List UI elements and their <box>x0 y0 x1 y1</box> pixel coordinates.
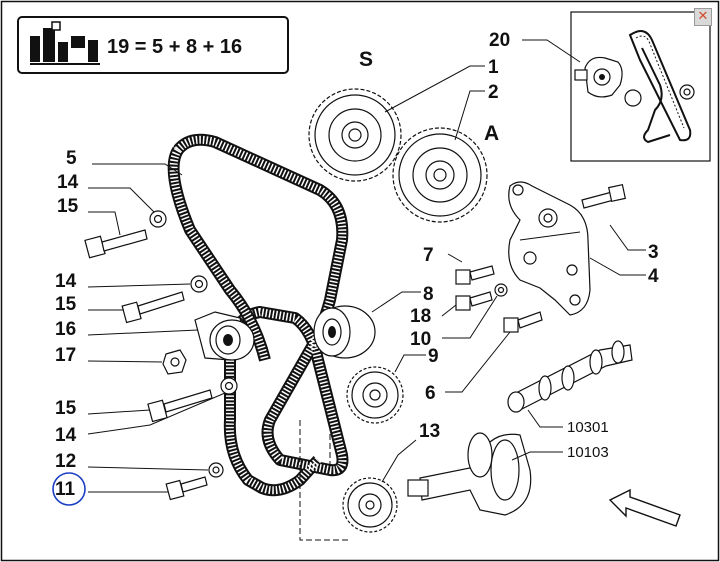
bolt-7 <box>455 265 495 285</box>
formula-box <box>17 16 289 74</box>
idler-pulley-8 <box>313 305 376 359</box>
bolt-15-lower <box>147 389 213 423</box>
callout-6: 6 <box>425 383 436 404</box>
leader-9 <box>394 354 426 373</box>
assembly-kit-icon <box>30 21 100 65</box>
callout-11: 11 <box>55 479 76 500</box>
leader-3 <box>609 224 646 251</box>
callout-1: 1 <box>488 57 499 78</box>
callout-10301: 10301 <box>567 419 609 436</box>
callout-13: 13 <box>419 421 440 442</box>
close-icon: ✕ <box>697 9 709 24</box>
bolt-18 <box>455 291 493 311</box>
washer-14-middle <box>190 275 208 293</box>
leader-10103 <box>511 451 563 461</box>
camshaft-label-a: A <box>484 122 499 145</box>
highlight-circle-11 <box>52 472 86 506</box>
callout-17: 17 <box>55 345 76 366</box>
callout-15-top: 15 <box>57 196 79 217</box>
leader-13 <box>381 439 417 483</box>
pulley-9 <box>346 366 404 424</box>
callout-14-lower: 14 <box>55 425 77 446</box>
crankshaft <box>407 432 532 516</box>
camshaft-pulley-s <box>308 88 402 182</box>
leader-20 <box>522 39 581 63</box>
bolt-15-top <box>84 229 148 259</box>
callout-4: 4 <box>648 266 659 287</box>
leader-10301 <box>527 409 563 428</box>
leader-15-top <box>88 211 121 236</box>
callout-7: 7 <box>423 245 434 266</box>
leader-14-lower <box>87 392 226 435</box>
leader-7 <box>447 253 463 263</box>
callout-14-middle: 14 <box>55 271 77 292</box>
callout-10103: 10103 <box>567 444 609 461</box>
washer-14-top <box>149 210 167 228</box>
direction-arrow-icon <box>608 488 681 527</box>
leader-4 <box>589 257 646 276</box>
leader-1 <box>384 65 485 113</box>
bolt-3 <box>581 183 627 209</box>
leader-6 <box>445 331 511 393</box>
callout-15-middle: 15 <box>55 294 77 315</box>
timing-belt-left-teeth <box>169 147 269 361</box>
leader-2 <box>454 90 485 141</box>
water-pump-inset <box>574 30 695 144</box>
washer-12 <box>208 462 224 478</box>
leader-5 <box>92 163 183 176</box>
timing-belt-outline <box>173 133 349 497</box>
bolt-11 <box>165 476 208 501</box>
callout-5: 5 <box>66 148 77 169</box>
leader-17 <box>87 360 163 363</box>
callout-14-top: 14 <box>57 172 79 193</box>
tensioner-pulley-16 <box>194 311 255 361</box>
leader-10 <box>442 295 498 339</box>
callout-8: 8 <box>423 284 434 305</box>
leader-14-middle <box>87 283 191 288</box>
kit-formula: 19 = 5 + 8 + 16 <box>107 36 242 58</box>
callout-10: 10 <box>410 329 431 350</box>
callout-12: 12 <box>55 451 76 472</box>
leader-16 <box>87 329 199 336</box>
callout-3: 3 <box>648 242 659 263</box>
callout-16: 16 <box>55 319 76 340</box>
camshaft <box>507 340 633 413</box>
callout-18: 18 <box>410 306 431 327</box>
alignment-guide-left <box>299 420 350 541</box>
bolt-15-middle <box>121 291 185 324</box>
crankshaft-pulley-13 <box>342 477 398 533</box>
callout-15-lower: 15 <box>55 398 77 419</box>
callout-9: 9 <box>428 346 439 367</box>
leader-14-top <box>88 187 155 213</box>
leader-18 <box>441 304 457 317</box>
leader-15-lower <box>87 409 151 415</box>
tensioner-bracket <box>508 181 591 316</box>
close-button[interactable]: ✕ <box>694 8 712 26</box>
washer-14-lower <box>220 377 238 395</box>
camshaft-label-s: S <box>359 48 373 71</box>
camshaft-pulley-a <box>392 127 488 223</box>
nut-17 <box>162 349 187 375</box>
leader-12 <box>87 466 209 471</box>
callout-20: 20 <box>489 30 510 51</box>
washer-10 <box>494 283 508 297</box>
leader-8 <box>371 291 421 313</box>
bolt-6 <box>503 311 543 333</box>
callout-2: 2 <box>488 82 499 103</box>
